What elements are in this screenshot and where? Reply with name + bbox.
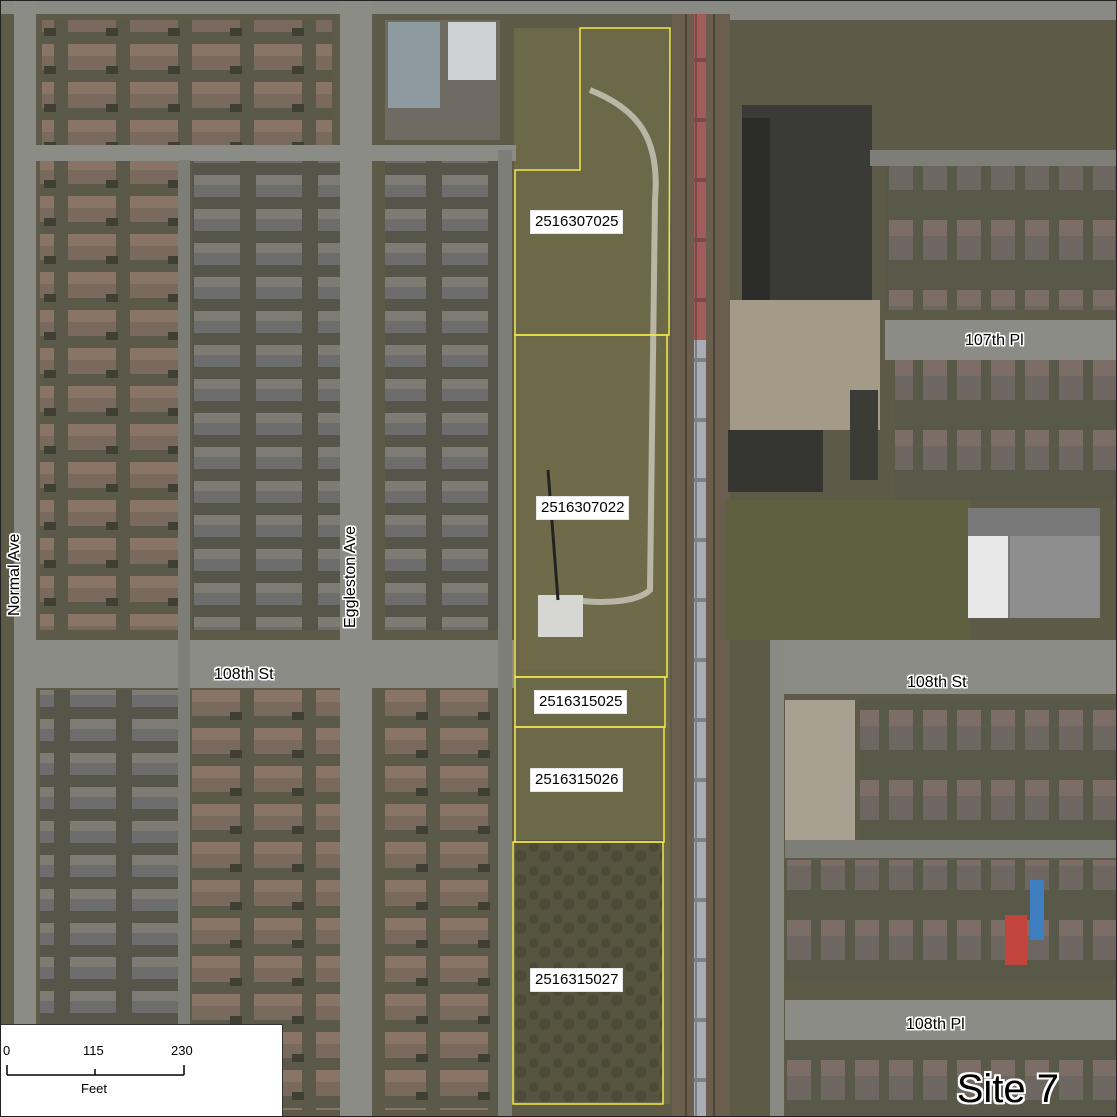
street-label-normal-ave: Normal Ave	[6, 533, 23, 616]
scale-tick-label: 115	[83, 1043, 104, 1058]
parcel-label: 2516315025	[534, 690, 628, 714]
scale-bar-line	[6, 1065, 185, 1076]
parcel-outline-2516315027	[512, 841, 664, 1105]
scale-unit-label: Feet	[81, 1081, 108, 1096]
scale-bar: 0 115 230 Feet	[0, 1024, 283, 1117]
site-label: Site 7	[956, 1067, 1059, 1111]
parcel-label: 2516315027	[530, 968, 624, 992]
parcel-label: 2516315026	[530, 768, 624, 792]
street-label-108th-pl: 108th Pl	[906, 1016, 965, 1033]
street-label-107th-pl: 107th Pl	[965, 332, 1024, 349]
scale-tick-label: 230	[171, 1043, 193, 1058]
scale-tick-label: 0	[3, 1043, 11, 1058]
street-label-eggleston-ave: Eggleston Ave	[342, 525, 359, 628]
parcel-label: 2516307022	[536, 496, 630, 520]
street-label-108th-st-west: 108th St	[214, 666, 274, 683]
street-label-108th-st-east: 108th St	[907, 674, 967, 691]
parcel-label: 2516307025	[530, 210, 624, 234]
parcel-outlines	[512, 27, 671, 1105]
